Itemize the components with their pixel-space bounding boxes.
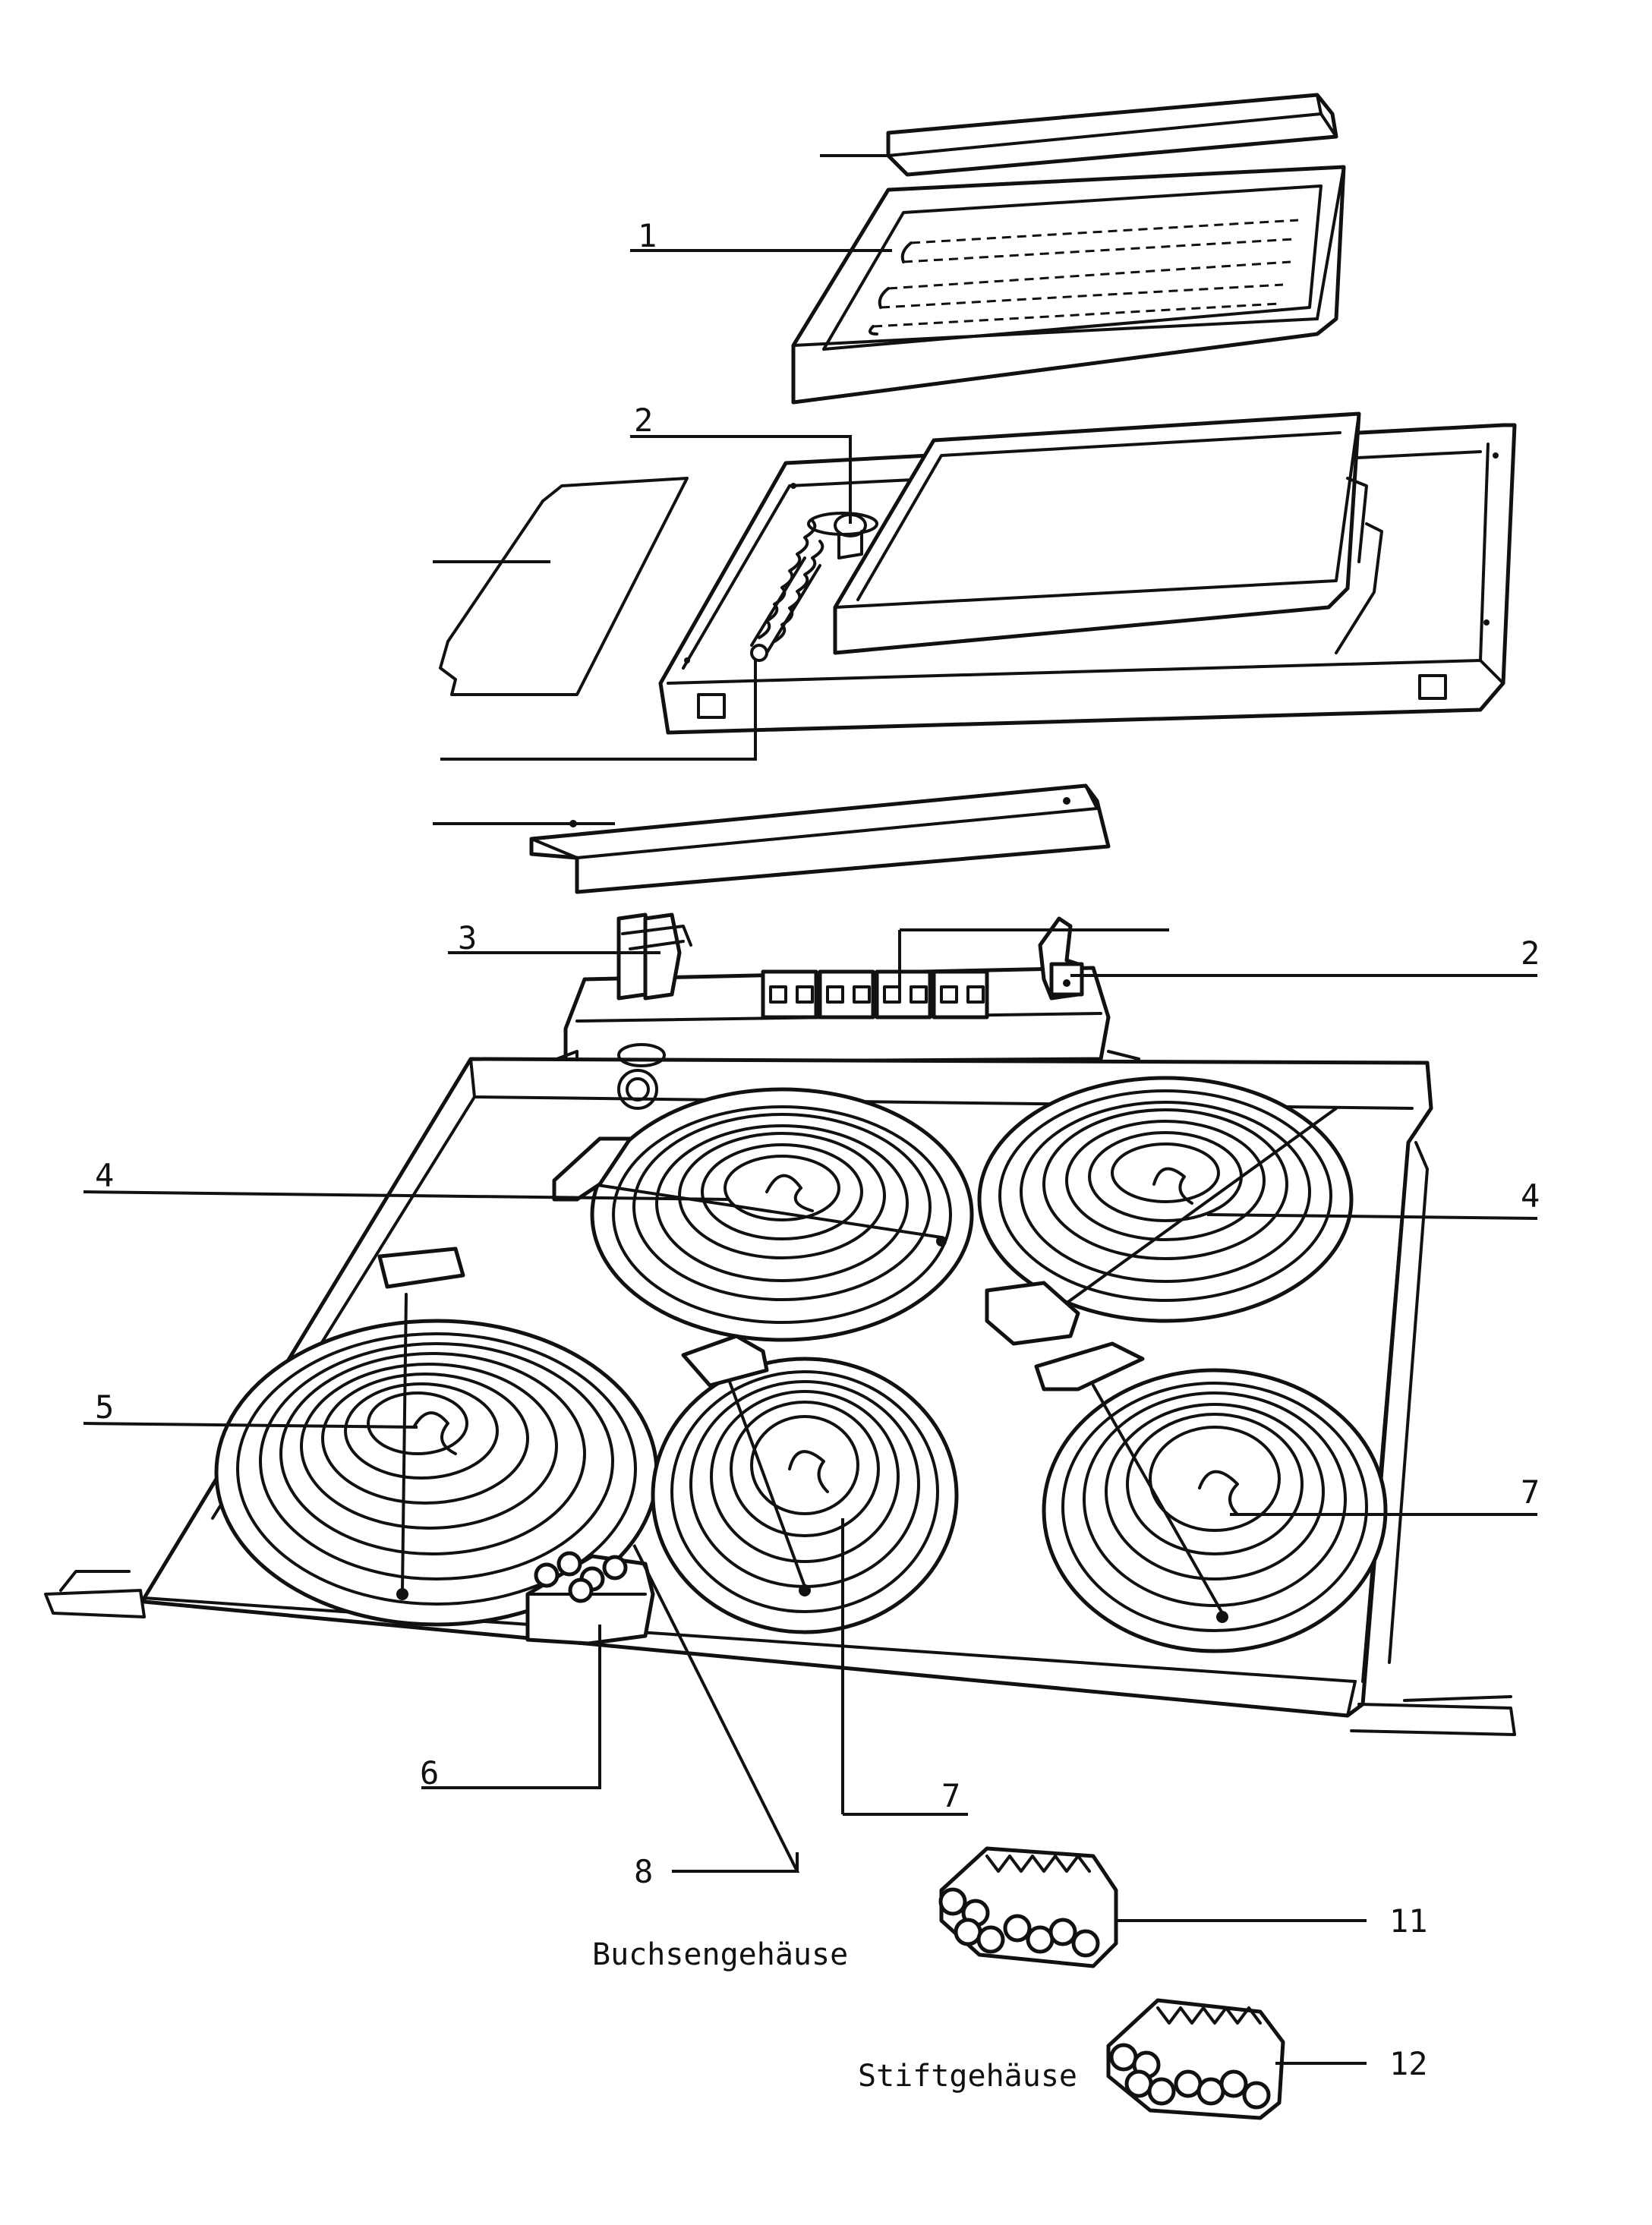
socket-housing-connector [938,1846,1118,1968]
switch-right [1038,916,1084,1001]
top-cover-strip [886,93,1338,177]
callout-2-top: 2 [634,402,653,439]
tray-frame [658,411,1517,735]
switch-group-center [761,969,989,1020]
callout-numbers: 1 2 3 2 4 4 5 7 6 7 8 11 12 [95,217,1540,2082]
switch-group-left [616,912,692,1001]
callout-5: 5 [95,1388,114,1426]
pin-housing-connector [1106,1998,1285,2120]
socket-housing-label: Buchsengehäuse [592,1937,848,1972]
insulation-sheet [439,477,689,696]
pin-housing-label: Stiftgehäuse [858,2059,1077,2094]
radiant-heater-panel [791,165,1346,405]
callout-1: 1 [638,217,657,254]
callout-11: 11 [1389,1902,1428,1940]
callout-7-bottom: 7 [941,1777,960,1814]
callout-8: 8 [634,1853,653,1890]
callout-4-left: 4 [95,1157,114,1194]
callout-4-right: 4 [1521,1177,1540,1215]
connector-labels: Buchsengehäuse Stiftgehäuse [592,1937,1077,2094]
callout-7-right: 7 [1521,1473,1540,1511]
heating-coil-left-large [214,1246,659,1627]
connection-block [525,1551,655,1646]
heating-coil-bottom-middle [651,1334,959,1634]
heating-coil-top-left [552,1087,974,1342]
callout-2-right: 2 [1521,934,1540,972]
callout-3: 3 [458,919,477,956]
mounting-rail [529,783,1111,894]
leader-lines [83,154,1538,2065]
heating-coil-bottom-right [1034,1341,1388,1653]
callout-6: 6 [420,1754,439,1792]
heating-coil-top-right [977,1076,1354,1346]
callout-12: 12 [1389,2045,1428,2082]
